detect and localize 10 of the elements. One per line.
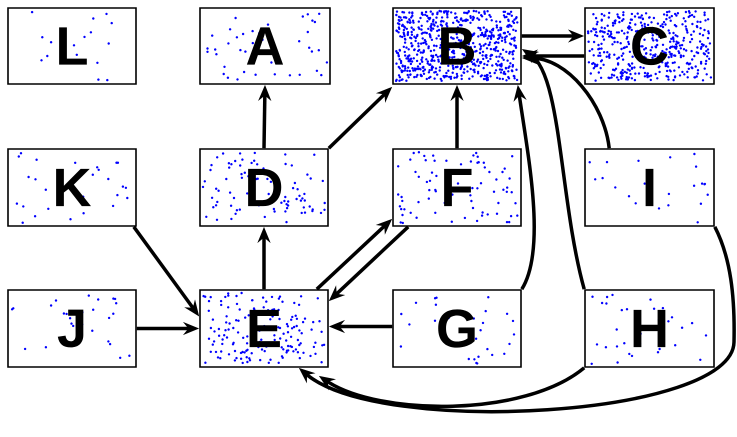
dotted-box: D [199, 148, 329, 227]
dotted-box: E [199, 289, 329, 368]
dotted-box: F [392, 148, 522, 227]
dotted-box: I [584, 148, 715, 227]
dotted-box: L [7, 7, 137, 85]
dotted-box: J [7, 289, 137, 368]
dotted-box: K [7, 148, 137, 227]
dotted-box: H [584, 289, 715, 368]
dotted-box: G [392, 289, 522, 368]
dotted-box: A [199, 7, 331, 85]
